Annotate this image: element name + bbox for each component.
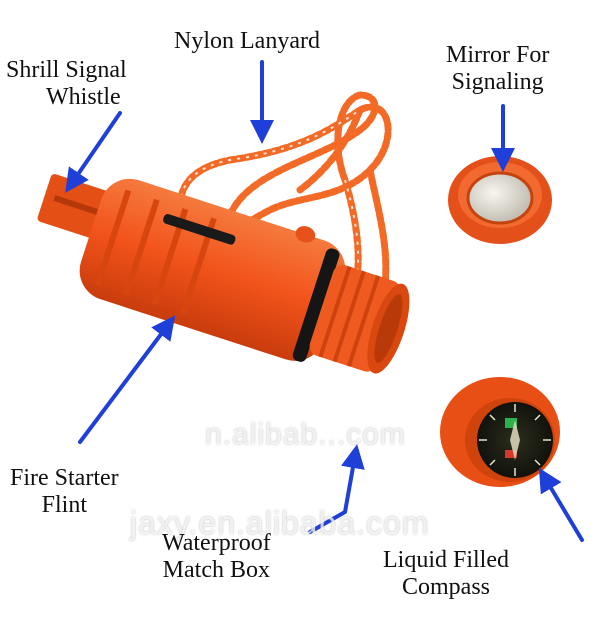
signal-mirror: [448, 156, 552, 244]
label-liquid-filled-compass: Liquid Filled Compass: [383, 547, 509, 600]
watermark-center: n.alibab...com: [205, 418, 406, 451]
arrow-compass: [538, 467, 584, 542]
survival-whistle-body: [37, 174, 410, 374]
arrow-flint: [78, 315, 176, 444]
label-shrill-signal-whistle: Shrill Signal Whistle: [6, 57, 127, 110]
arrow-whistle: [65, 111, 122, 193]
label-fire-starter-flint: Fire Starter Flint: [10, 465, 119, 518]
label-waterproof-match-box: Waterproof Match Box: [162, 530, 271, 583]
arrow-matchbox: [308, 444, 365, 534]
liquid-compass: [440, 377, 560, 487]
label-nylon-lanyard: Nylon Lanyard: [174, 28, 320, 54]
pointer-arrows: [65, 60, 584, 542]
watermark-lower: jaxy.en.alibaba.com: [130, 505, 430, 541]
label-mirror-for-signaling: Mirror For Signaling: [446, 42, 550, 95]
